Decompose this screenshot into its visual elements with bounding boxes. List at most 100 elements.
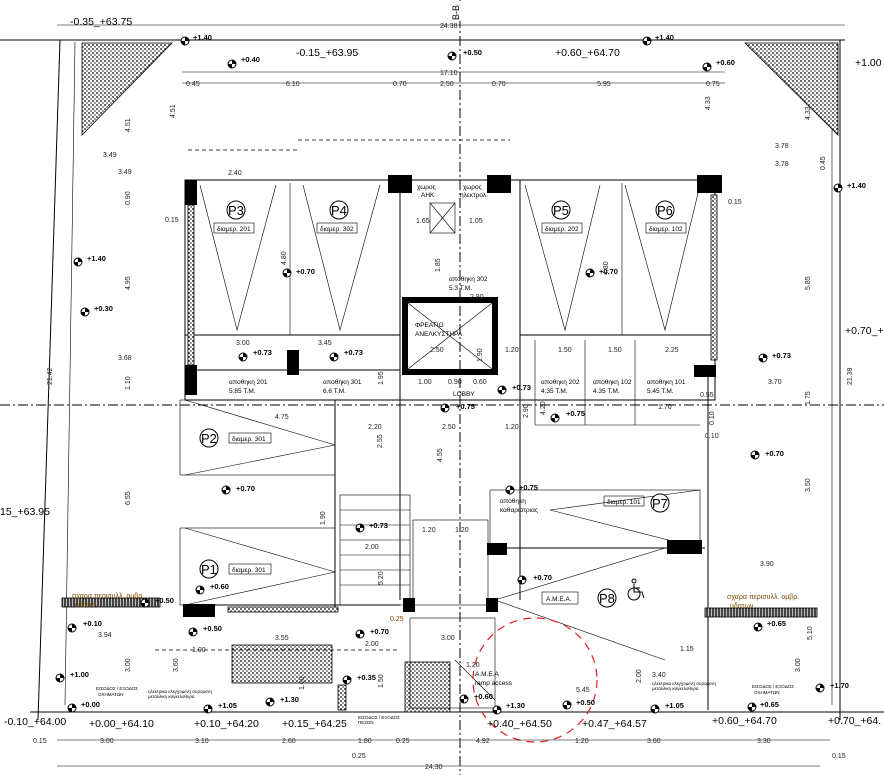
svg-text:4.55: 4.55: [437, 448, 444, 462]
svg-text:+0.30: +0.30: [94, 304, 113, 313]
svg-text:3.00: 3.00: [125, 658, 132, 672]
svg-text:ηλεκτρολ.: ηλεκτρολ.: [460, 192, 488, 199]
svg-text:+1.70: +1.70: [830, 681, 849, 690]
svg-text:+1.30: +1.30: [280, 695, 299, 704]
svg-text:1.90: 1.90: [320, 511, 327, 525]
svg-text:A.M.E.A: A.M.E.A: [475, 671, 500, 678]
parking-markings-lower: [179, 375, 709, 710]
svg-text:+0.73: +0.73: [772, 351, 791, 360]
svg-text:+0.40: +0.40: [241, 55, 260, 64]
svg-text:P5: P5: [553, 203, 569, 218]
svg-text:+1.05: +1.05: [665, 701, 684, 710]
svg-text:3.40: 3.40: [652, 672, 666, 679]
rainwater-grate-left: [61, 597, 161, 608]
svg-text:ΑΗΚ: ΑΗΚ: [421, 192, 435, 199]
svg-text:4.95: 4.95: [125, 276, 132, 290]
svg-text:3.94: 3.94: [98, 632, 112, 639]
svg-text:αποθηκη 101: αποθηκη 101: [647, 379, 686, 386]
svg-text:24.30: 24.30: [425, 764, 443, 771]
svg-text:+0.50: +0.50: [576, 698, 595, 707]
svg-text:5.95: 5.95: [597, 81, 611, 88]
svg-text:21.39: 21.39: [847, 367, 854, 385]
svg-text:ΕΙΣΟΔΟΣ / ΕΞΟΔΟΣ: ΕΙΣΟΔΟΣ / ΕΞΟΔΟΣ: [752, 684, 794, 689]
svg-text:+1.40: +1.40: [193, 33, 212, 42]
svg-text:+0.60_+64.70: +0.60_+64.70: [712, 715, 777, 727]
svg-text:2.20: 2.20: [368, 424, 382, 431]
svg-text:5.20: 5.20: [378, 571, 385, 585]
level-labels: -0.35_+63.75 -0.15_+63.95 +0.60_+64.70 +…: [0, 16, 884, 730]
svg-text:+0.73: +0.73: [369, 521, 388, 530]
svg-text:ΕΙΣΟΔΟΣ / ΕΞΟΔΟΣ: ΕΙΣΟΔΟΣ / ΕΞΟΔΟΣ: [96, 686, 138, 691]
svg-text:+0.73: +0.73: [253, 348, 272, 357]
svg-text:17.10: 17.10: [440, 70, 458, 77]
svg-text:+0.70: +0.70: [599, 267, 618, 276]
notes: σχαρα περισυλλ. ομβρ. υδατων σχαρα περισ…: [72, 593, 799, 725]
svg-text:1.10: 1.10: [125, 376, 132, 390]
svg-text:2.80: 2.80: [470, 294, 484, 301]
svg-text:5.85 T.M.: 5.85 T.M.: [229, 388, 256, 395]
svg-text:6.6 T.M.: 6.6 T.M.: [323, 388, 346, 395]
bottom-dimensions: 0.15 3.00 3.10 2.60 1.80 0.25 4.92 1.20 …: [33, 738, 846, 771]
svg-text:+0.47_+64.57: +0.47_+64.57: [582, 718, 647, 730]
svg-text:ηλεκτρικα ελεγχομενη συρομενη: ηλεκτρικα ελεγχομενη συρομενη: [148, 689, 212, 694]
svg-text:αποθηκη 301: αποθηκη 301: [323, 379, 362, 386]
svg-text:ΟΧΗΜΑΤΩΝ: ΟΧΗΜΑΤΩΝ: [754, 690, 779, 695]
accessible-turning-circle: [472, 617, 598, 743]
hatched-area-top-right: [744, 42, 839, 136]
svg-text:1.85: 1.85: [435, 258, 442, 272]
svg-text:1.70: 1.70: [658, 404, 672, 411]
svg-text:3.10: 3.10: [195, 738, 209, 745]
svg-text:2.90: 2.90: [523, 404, 530, 418]
svg-text:+1.00: +1.00: [70, 670, 89, 679]
svg-text:μεταλλικη καγκελοθυρα: μεταλλικη καγκελοθυρα: [148, 694, 195, 699]
svg-text:1.80: 1.80: [358, 738, 372, 745]
svg-text:3.70: 3.70: [768, 379, 782, 386]
plot-boundary: [0, 24, 884, 767]
svg-text:0.75: 0.75: [706, 81, 720, 88]
parking-space-p3: P3 διαμερ. 201: [213, 200, 255, 234]
svg-text:ΑΝΕΛΚΥΣΤΗΡΑ: ΑΝΕΛΚΥΣΤΗΡΑ: [415, 331, 463, 338]
svg-text:+0.60: +0.60: [474, 692, 493, 701]
svg-text:2.00: 2.00: [365, 544, 379, 551]
svg-text:3.49: 3.49: [118, 169, 132, 176]
svg-text:6.55: 6.55: [125, 491, 132, 505]
svg-text:3.45: 3.45: [318, 340, 332, 347]
svg-text:1.00: 1.00: [299, 676, 306, 690]
parking-space-p2: P2 διαμερ. 301: [199, 428, 272, 448]
svg-text:0.15: 0.15: [832, 753, 846, 760]
svg-text:+0.50: +0.50: [463, 48, 482, 57]
svg-text:3.49: 3.49: [103, 152, 117, 159]
svg-text:+0.00: +0.00: [81, 700, 100, 709]
svg-text:+0.65: +0.65: [767, 619, 786, 628]
svg-text:Α.Μ.Ε.Α.: Α.Μ.Ε.Α.: [546, 596, 572, 603]
svg-text:0.25: 0.25: [390, 616, 404, 623]
svg-text:διαμερ. 301: διαμερ. 301: [232, 567, 266, 574]
svg-text:1.20: 1.20: [575, 738, 589, 745]
staircase: [339, 494, 489, 606]
parking-markings-upper: [199, 184, 701, 332]
svg-text:1.05: 1.05: [469, 218, 483, 225]
svg-text:καθαριστριας: καθαριστριας: [500, 507, 538, 514]
svg-text:-0.10_+64.00: -0.10_+64.00: [4, 716, 66, 728]
svg-text:+1.05: +1.05: [218, 701, 237, 710]
svg-text:P4: P4: [331, 203, 347, 218]
svg-text:4.51: 4.51: [170, 104, 177, 118]
svg-text:ΦΡΕΑΤΙΟ: ΦΡΕΑΤΙΟ: [415, 322, 444, 329]
svg-text:LOBBY: LOBBY: [453, 391, 475, 398]
section-mark-background: [451, 1, 462, 21]
svg-text:+0.60: +0.60: [716, 58, 735, 67]
svg-text:2.50: 2.50: [430, 347, 444, 354]
svg-text:4.33: 4.33: [705, 96, 712, 110]
spot-elevations: +1.40 +1.40 +0.40 +0.50 +0.60 +1.40 +1.4…: [55, 33, 866, 715]
front-walls: [155, 598, 498, 713]
svg-text:+0.70: +0.70: [765, 449, 784, 458]
svg-text:ΕΙΣΟΔΟΣ / ΕΞΟΔΟΣ: ΕΙΣΟΔΟΣ / ΕΞΟΔΟΣ: [358, 715, 400, 720]
hatched-area-top-left: [81, 42, 173, 136]
svg-text:4.35 T.M.: 4.35 T.M.: [541, 388, 568, 395]
svg-text:1.00: 1.00: [418, 379, 432, 386]
svg-text:υδατων: υδατων: [730, 603, 754, 610]
svg-text:4.20: 4.20: [540, 401, 547, 415]
svg-text:0.25: 0.25: [352, 753, 366, 760]
svg-text:+0.73: +0.73: [344, 348, 363, 357]
